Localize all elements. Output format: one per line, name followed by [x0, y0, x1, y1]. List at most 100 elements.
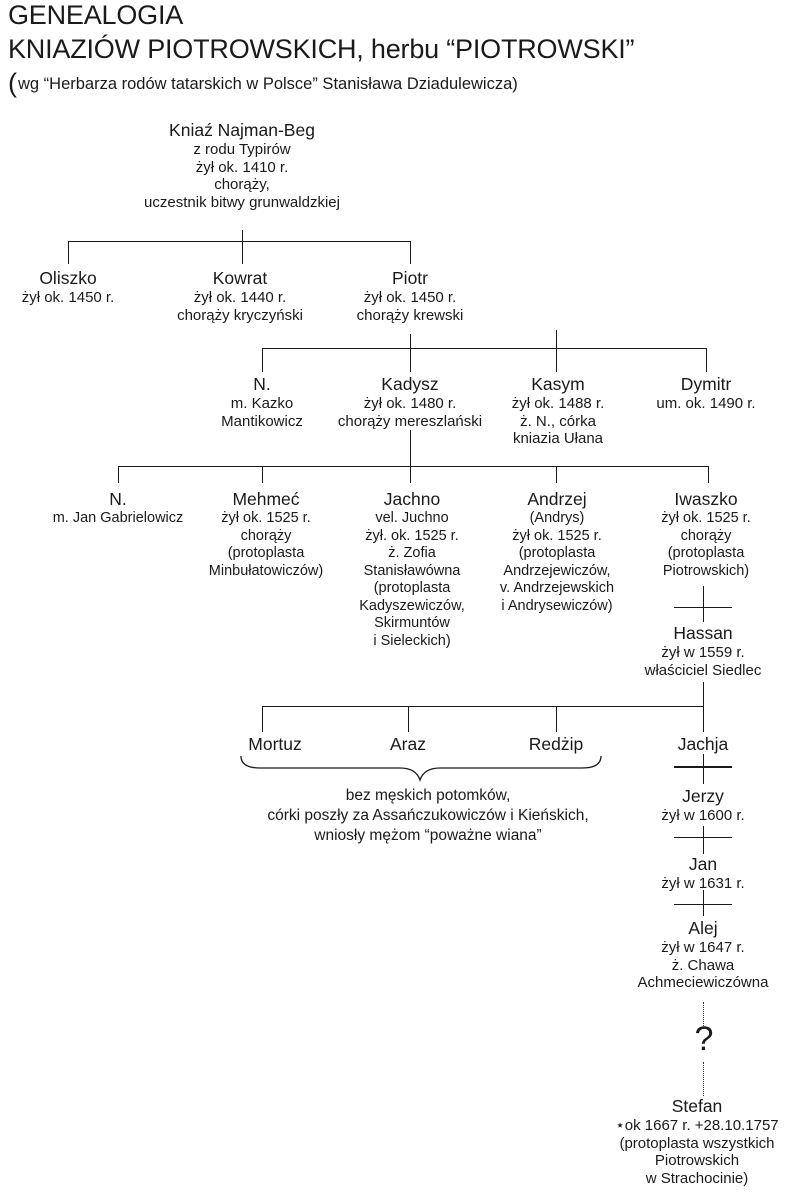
person-detail: Skirmuntów [374, 615, 450, 631]
person-detail: ż. Zofia [388, 545, 436, 561]
person-detail: uczestnik bitwy grunwaldzkiej [144, 193, 340, 211]
connector [706, 348, 707, 372]
person-detail: chorąży mereszlański [337, 412, 483, 430]
person-detail: Mantikowicz [221, 412, 303, 430]
connector [674, 766, 732, 768]
person-mortuz: Mortuz [248, 734, 301, 755]
connector [708, 466, 709, 483]
person-detail: (protoplasta [667, 545, 745, 561]
person-iwaszko: Iwaszko żył ok. 1525 r. chorąży (protopl… [661, 489, 750, 580]
person-name: Mortuz [248, 734, 302, 754]
person-name: Jan [688, 854, 718, 874]
person-name: Araz [390, 734, 426, 754]
source-text: wg “Herbarza rodów tatarskich w Polsce” … [18, 75, 518, 93]
person-name: Dymitr [680, 374, 732, 394]
person-detail: żył ok. 1480 r. [363, 395, 457, 412]
brace-note: bez męskich potomków, córki poszły za As… [267, 786, 588, 846]
person-alej: Alej żył w 1647 r. ż. Chawa Achmeciewicz… [638, 918, 769, 992]
person-detail: żył w 1600 r. [661, 807, 745, 824]
person-detail: chorąży [680, 527, 732, 544]
unknown-lineage-mark: ? [694, 1020, 714, 1058]
connector [703, 826, 704, 854]
person-name: Andrzej [527, 489, 587, 509]
person-detail: i Sieleckich) [373, 632, 451, 649]
person-detail: chorąży kryczyński [177, 306, 303, 324]
person-andrzej: Andrzej (Andrys) żył ok. 1525 r. (protop… [500, 489, 614, 615]
person-detail: (protoplasta [373, 580, 451, 596]
dotted-connector [703, 1062, 704, 1096]
person-detail: żył ok. 1525 r. [221, 510, 311, 526]
person-redzip: Redżip [529, 734, 583, 755]
person-name: Piotr [392, 268, 428, 288]
person-jan: Jan żył w 1631 r. [661, 854, 744, 893]
connector [68, 241, 410, 242]
person-hassan: Hassan żył w 1559 r. właściciel Siedlec [645, 623, 762, 679]
person-detail: i Andrysewiczów) [501, 597, 613, 614]
person-detail: właściciel Siedlec [644, 661, 762, 679]
note-line: bez męskich potomków, [345, 787, 511, 804]
connector [242, 230, 243, 264]
person-detail: um. ok. 1490 r. [656, 395, 756, 412]
person-name: Jachno [383, 489, 441, 509]
person-detail: żył ok. 1410 r. [195, 158, 289, 176]
person-kadysz: Kadysz żył ok. 1480 r. chorąży mereszlań… [338, 374, 482, 430]
person-detail: Achmeciewiczówna [637, 974, 769, 991]
person-detail: chorąży [240, 527, 292, 544]
connector [703, 586, 704, 622]
person-jachno: Jachno vel. Juchno żył. ok. 1525 r. ż. Z… [359, 489, 465, 650]
person-detail: m. Jan Gabrielowicz [52, 510, 184, 526]
connector [262, 348, 263, 372]
person-name: Alej [688, 918, 718, 938]
person-name: Kniaź Najman-Beg [169, 120, 315, 140]
dotted-connector [703, 1002, 704, 1026]
person-detail: żył w 1647 r. [661, 939, 745, 956]
person-detail: Minbułatowiczów) [208, 562, 324, 579]
person-jerzy: Jerzy żył w 1600 r. [661, 786, 744, 825]
person-name: Iwaszko [674, 489, 738, 509]
connector [262, 348, 706, 349]
person-stefan: Stefan ⋆ok 1667 r. +28.10.1757 (protopla… [615, 1096, 778, 1187]
person-detail: (Andrys) [529, 510, 585, 526]
person-detail: żył w 1631 r. [661, 875, 745, 892]
connector [68, 241, 69, 264]
person-name: Jachja [677, 734, 729, 754]
person-detail: z rodu Typirów [193, 141, 291, 158]
person-name: Oliszko [39, 268, 97, 288]
person-detail: chorąży krewski [356, 306, 464, 324]
connector [703, 754, 704, 784]
person-detail: vel. Juchno [375, 510, 449, 526]
connector [410, 430, 411, 483]
person-detail: ż. Chawa [671, 956, 735, 974]
person-detail: Piotrowskich) [662, 562, 750, 579]
connector [674, 837, 732, 838]
connector [703, 890, 704, 916]
connector [674, 904, 732, 905]
note-line: wniosły mężom “poważne wiana” [314, 827, 542, 844]
person-mehmec: Mehmeć żył ok. 1525 r. chorąży (protopla… [209, 489, 323, 580]
person-detail: żył ok. 1450 r. [21, 289, 115, 306]
person-detail: (protoplasta wszystkich [619, 1134, 775, 1152]
person-detail: żył ok. 1525 r. [661, 510, 751, 526]
person-name: Mehmeć [232, 489, 300, 509]
person-dymitr: Dymitr um. ok. 1490 r. [656, 374, 755, 413]
person-detail: v. Andrzejewskich [499, 580, 615, 596]
person-name: Stefan [671, 1096, 723, 1116]
connector [703, 682, 704, 732]
connector [410, 241, 411, 264]
person-detail: żył. ok. 1525 r. [365, 527, 459, 544]
person-name: Kasym [531, 374, 585, 394]
person-detail: Piotrowskich [654, 1152, 740, 1169]
person-detail: Andrzejewiczów, [503, 562, 611, 579]
person-n-gabrielowicz: N. m. Jan Gabrielowicz [53, 489, 184, 528]
person-detail: kniazia Ułana [512, 430, 604, 447]
connector [118, 466, 708, 467]
title-line-2: KNIAZIÓW PIOTROWSKICH, herbu “PIOTROWSKI… [8, 34, 635, 64]
connector [118, 466, 119, 483]
connector [262, 466, 263, 483]
connector [262, 706, 703, 707]
person-piotr: Piotr żył ok. 1450 r. chorąży krewski [357, 268, 464, 324]
person-detail: Kadyszewiczów, [359, 597, 465, 614]
person-oliszko: Oliszko żył ok. 1450 r. [22, 268, 115, 307]
